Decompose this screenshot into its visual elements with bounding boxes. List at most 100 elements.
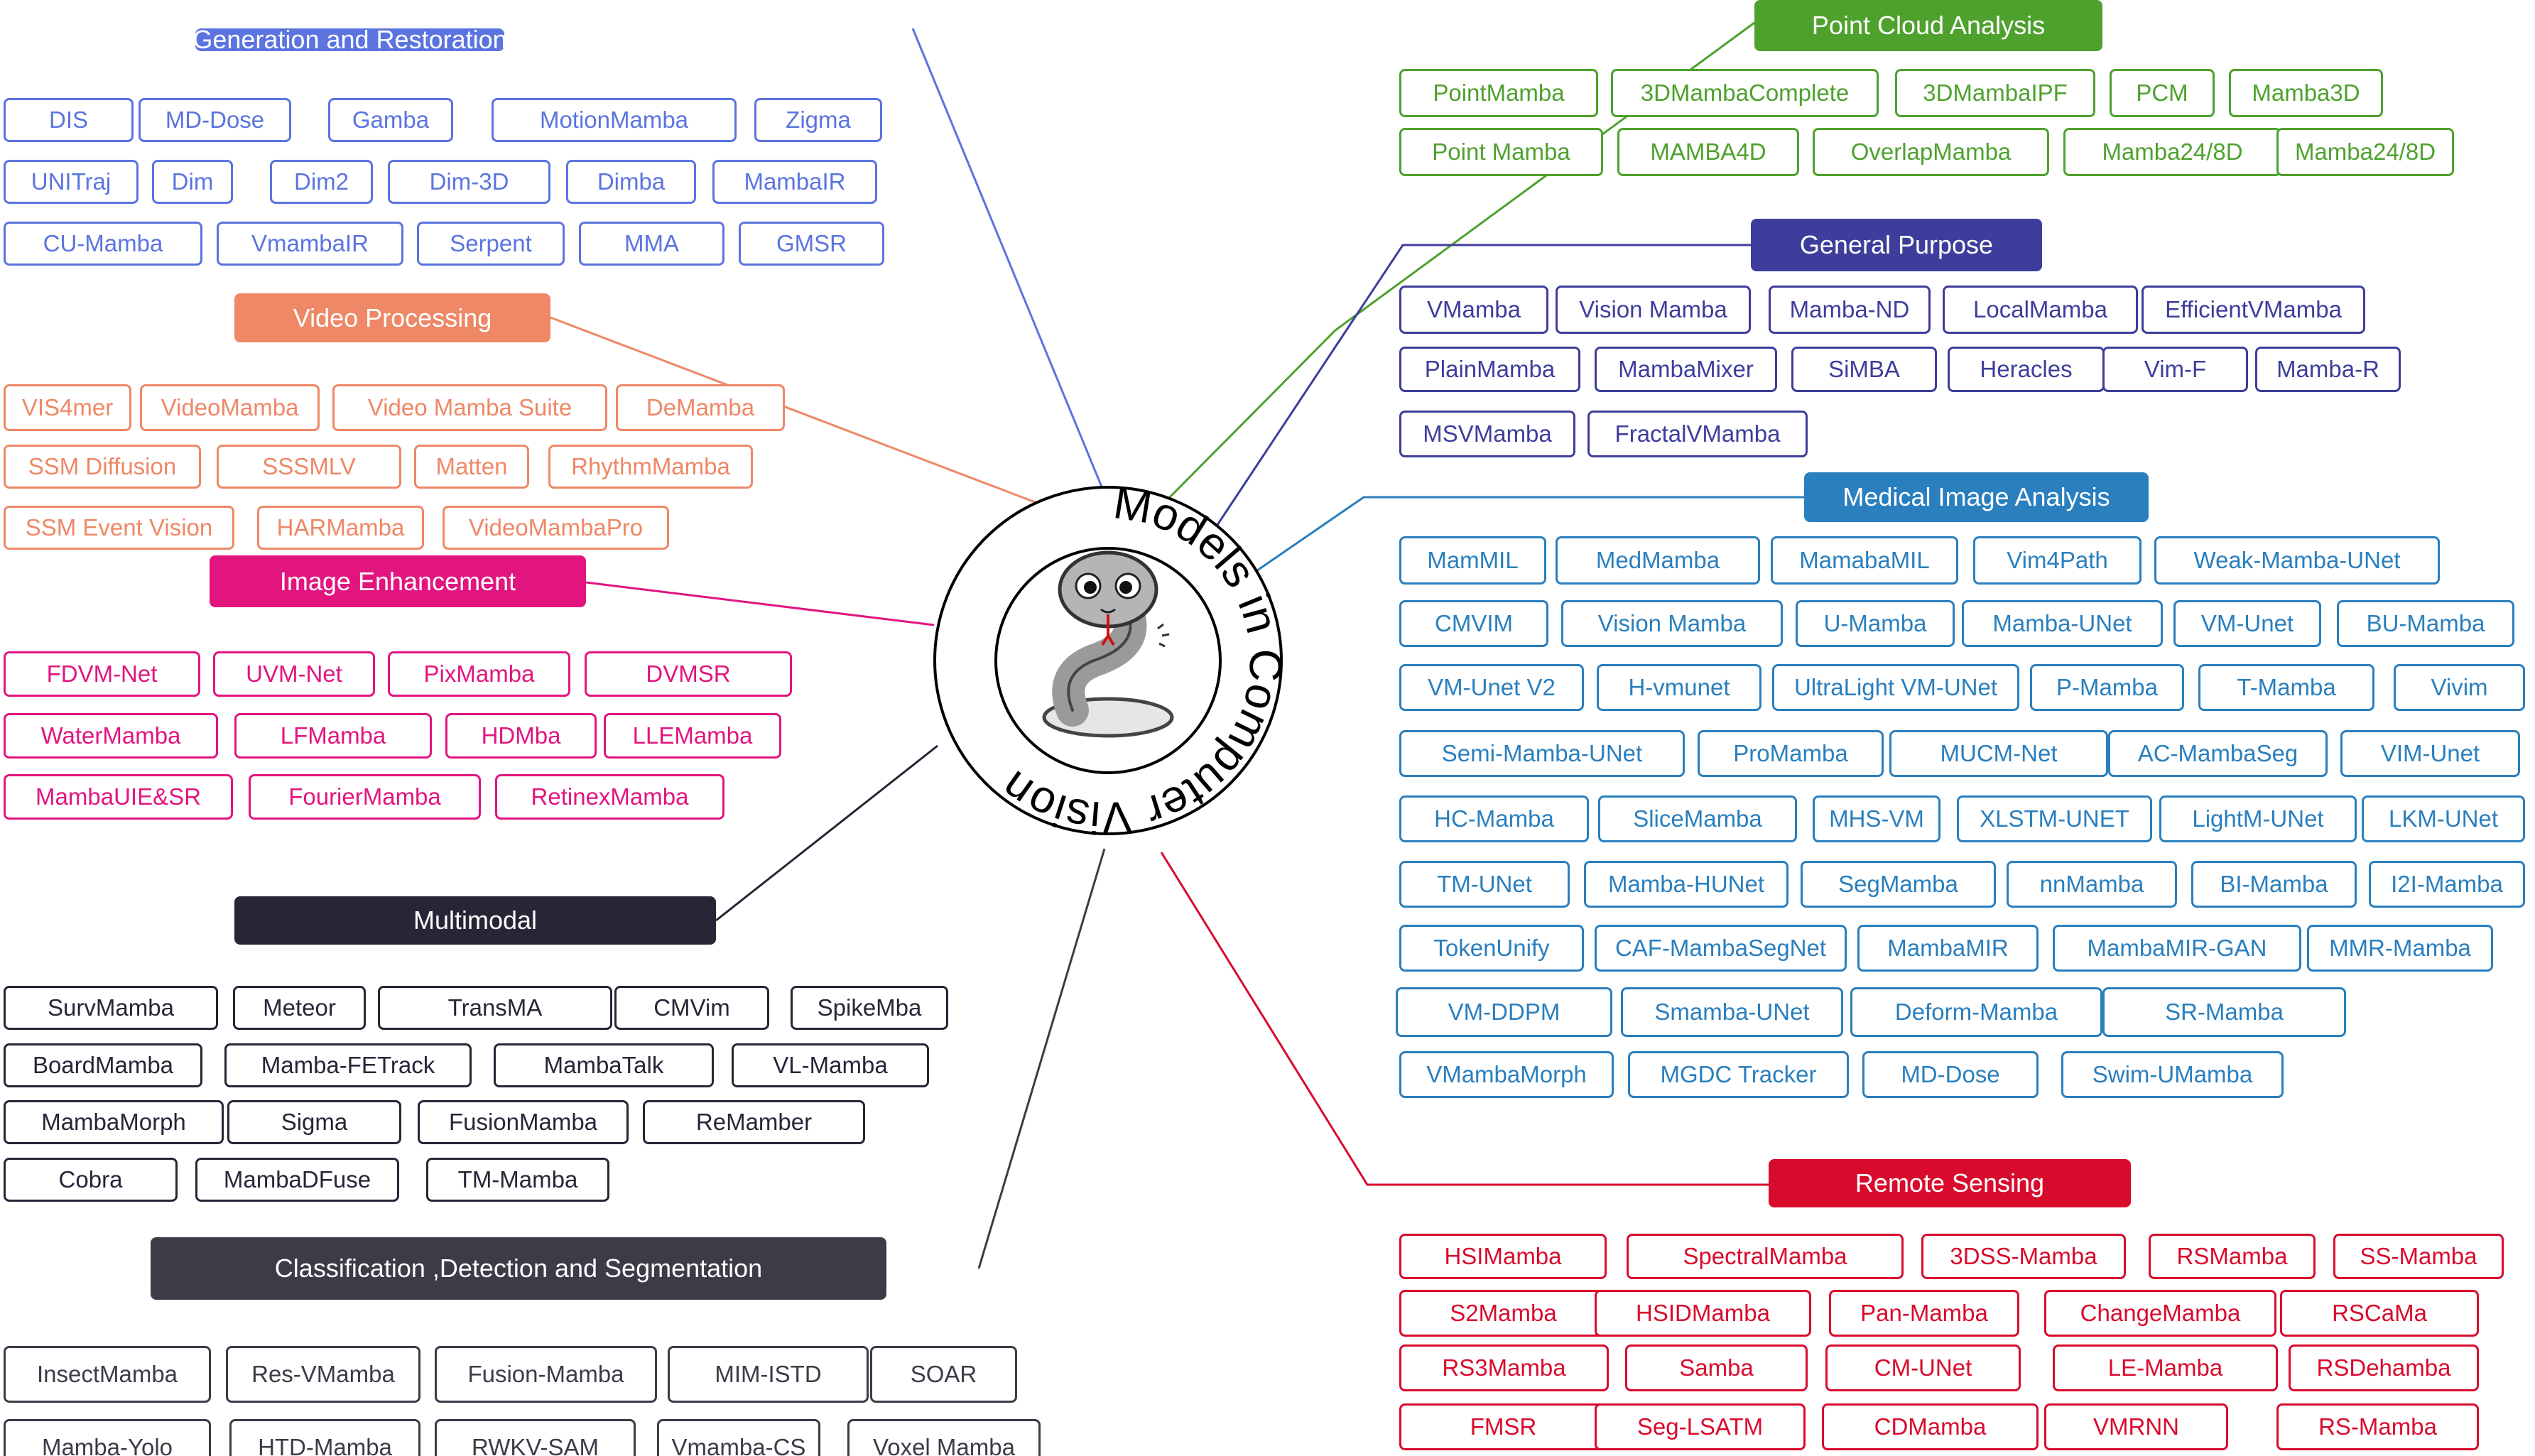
model-tag-med: TM-UNet [1399,861,1570,908]
model-tag-med: MambaMIR [1857,925,2039,972]
model-tag-med: Smamba-UNet [1621,987,1843,1037]
model-tag-gen: GMSR [739,222,884,266]
model-tag-img: LFMamba [234,713,432,759]
model-tag-gp: Mamba-ND [1769,286,1931,334]
connector-gen [911,28,1106,494]
model-tag-cls: RWKV-SAM [435,1419,636,1456]
model-tag-med: BI-Mamba [2191,861,2357,908]
model-tag-med: I2I-Mamba [2369,861,2525,908]
model-tag-img: DVMSR [585,651,792,697]
model-tag-cls: Voxel Mamba [847,1419,1041,1456]
model-tag-gen: MambaIR [712,160,877,204]
model-tag-video: HARMamba [257,506,424,550]
model-tag-multi: TransMA [378,986,612,1030]
model-tag-gen: DIS [4,98,134,142]
category-header-multi: Multimodal [234,896,716,945]
model-tag-med: Vim4Path [1973,536,2142,585]
model-tag-gp: Vision Mamba [1556,286,1751,334]
model-tag-img: WaterMamba [4,713,218,759]
model-tag-gen: Dimba [566,160,696,204]
model-tag-gp: LocalMamba [1943,286,2138,334]
model-tag-med: MD-Dose [1862,1051,2039,1098]
model-tag-med: ProMamba [1698,730,1884,777]
model-tag-pc: Mamba24/8D [2063,128,2281,176]
model-tag-cls: InsectMamba [4,1346,211,1403]
model-tag-pc: Point Mamba [1399,128,1603,176]
model-tag-rs: S2Mamba [1399,1290,1607,1337]
model-tag-rs: Pan-Mamba [1829,1290,2019,1337]
model-tag-gen: Gamba [328,98,453,142]
model-tag-med: Vivim [2394,664,2525,711]
model-tag-cls: MIM-ISTD [668,1346,869,1403]
model-tag-rs: CM-UNet [1825,1344,2021,1391]
model-tag-med: MamMIL [1399,536,1546,585]
center-hub: Mamba Models in Computer Vision [930,483,1286,838]
model-tag-med: Semi-Mamba-UNet [1399,730,1685,777]
model-tag-med: VM-Unet [2173,600,2321,647]
model-tag-pc: PCM [2110,69,2215,117]
model-tag-multi: CMVim [614,986,769,1030]
model-tag-med: LKM-UNet [2362,795,2525,842]
model-tag-med: SliceMamba [1598,795,1797,842]
model-tag-img: FDVM-Net [4,651,200,697]
model-tag-gp: MSVMamba [1399,411,1575,457]
model-tag-video: Matten [414,445,529,489]
model-tag-rs: Samba [1625,1344,1808,1391]
model-tag-med: nnMamba [2007,861,2177,908]
model-tag-med: T-Mamba [2198,664,2374,711]
model-tag-med: SR-Mamba [2102,987,2346,1037]
model-tag-gp: Mamba-R [2255,347,2401,392]
model-tag-med: LightM-UNet [2159,795,2357,842]
model-tag-rs: ChangeMamba [2044,1290,2276,1337]
model-tag-multi: MambaMorph [4,1100,224,1144]
model-tag-rs: RSCaMa [2280,1290,2479,1337]
model-tag-img: FourierMamba [249,774,481,820]
model-tag-gp: FractalVMamba [1587,411,1808,457]
model-tag-med: Weak-Mamba-UNet [2154,536,2440,585]
model-tag-rs: FMSR [1399,1403,1607,1450]
model-tag-multi: Mamba-FETrack [224,1043,472,1087]
model-tag-med: VIM-Unet [2340,730,2520,777]
model-tag-video: Video Mamba Suite [332,384,607,431]
model-tag-rs: RS-Mamba [2276,1403,2479,1450]
model-tag-med: TokenUnify [1399,925,1584,972]
model-tag-gp: SiMBA [1791,347,1937,392]
model-tag-pc: OverlapMamba [1813,128,2049,176]
model-tag-pc: 3DMambaIPF [1895,69,2095,117]
model-tag-rs: Seg-LSATM [1595,1403,1806,1450]
model-tag-med: Swim-UMamba [2061,1051,2284,1098]
model-tag-multi: SpikeMba [791,986,948,1030]
model-tag-multi: Meteor [233,986,366,1030]
model-tag-med: Vision Mamba [1561,600,1783,647]
model-tag-pc: Mamba24/8D [2276,128,2454,176]
model-tag-img: RetinexMamba [495,774,724,820]
model-tag-gen: Zigma [754,98,882,142]
model-tag-med: Deform-Mamba [1850,987,2102,1037]
model-tag-med: MUCM-Net [1889,730,2108,777]
model-tag-gen: CU-Mamba [4,222,202,266]
model-tag-med: VM-Unet V2 [1399,664,1584,711]
category-header-rs: Remote Sensing [1769,1159,2131,1207]
model-tag-med: MedMamba [1556,536,1760,585]
model-tag-video: SSSMLV [217,445,401,489]
model-tag-cls: Fusion-Mamba [435,1346,657,1403]
connector-pc [1160,21,1755,507]
model-tag-med: HC-Mamba [1399,795,1589,842]
model-tag-gp: Vim-F [2102,347,2248,392]
model-tag-cls: SOAR [870,1346,1017,1403]
connector-med [1249,496,1804,577]
model-tag-gen: Dim [152,160,233,204]
model-tag-multi: ReMamber [643,1100,865,1144]
model-tag-gen: MMA [579,222,724,266]
model-tag-gp: MambaMixer [1595,347,1777,392]
category-header-video: Video Processing [234,293,550,342]
model-tag-multi: MambaTalk [494,1043,714,1087]
model-tag-video: RhythmMamba [548,445,753,489]
model-tag-multi: FusionMamba [418,1100,629,1144]
model-tag-med: Mamba-HUNet [1584,861,1788,908]
model-tag-rs: 3DSS-Mamba [1921,1234,2126,1279]
model-tag-med: SegMamba [1801,861,1996,908]
connector-rs [1160,852,1769,1186]
model-tag-gp: EfficientVMamba [2142,286,2365,334]
connector-video [550,316,1041,506]
